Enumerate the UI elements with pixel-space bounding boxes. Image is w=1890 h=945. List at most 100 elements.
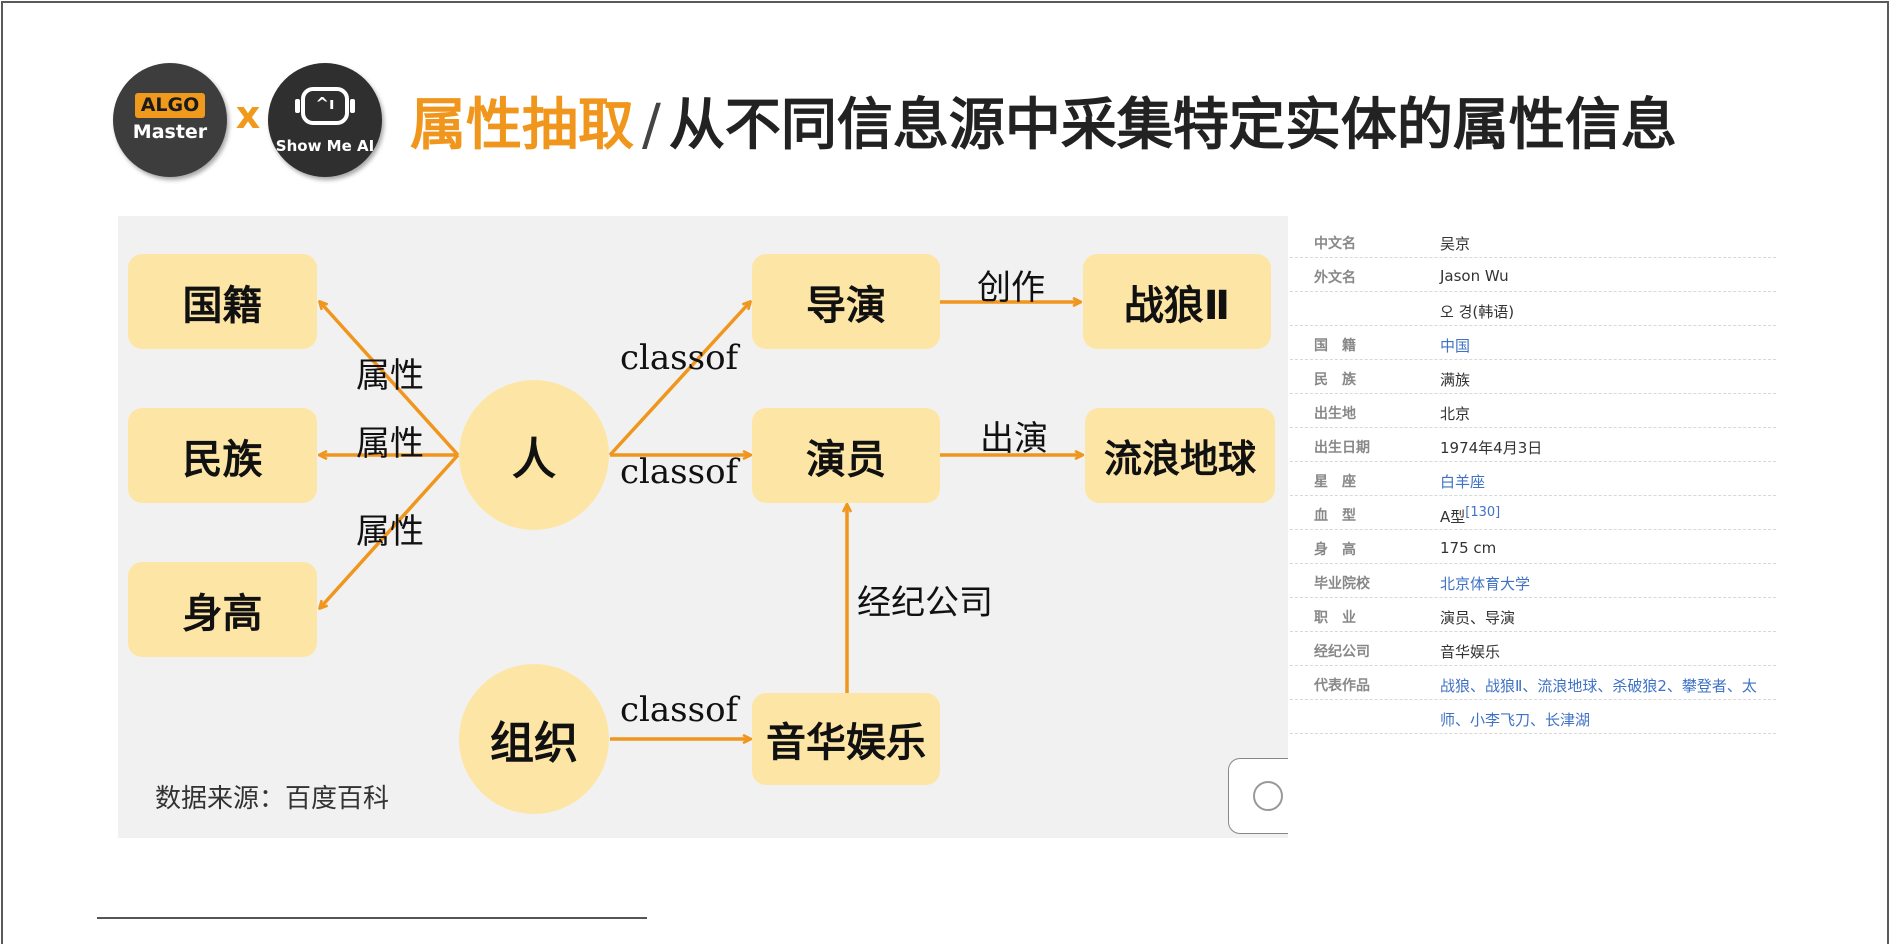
arrow-person-nationality	[320, 302, 460, 457]
edge-label-agency: 经纪公司	[857, 583, 993, 623]
infobox-value: 175 cm	[1440, 539, 1496, 557]
node-ethnicity: 民族	[128, 408, 317, 503]
node-wandering-earth: 流浪地球	[1085, 408, 1275, 503]
collab-x-mark: x	[235, 93, 261, 137]
show-me-ai-logo: ^ı Show Me AI	[268, 63, 382, 177]
node-organization: 组织	[459, 664, 609, 814]
infobox-value-text[interactable]: 战狼、战狼Ⅱ、流浪地球、杀破狼2、攀登者、太	[1440, 677, 1757, 695]
edge-label-classof-actor: classof	[620, 452, 739, 492]
infobox-value-text[interactable]: 白羊座	[1440, 473, 1486, 491]
infobox-key: 经纪公司	[1314, 644, 1370, 660]
infobox-value: 演员、导演	[1440, 607, 1515, 628]
infobox-row: 师、小李飞刀、长津湖	[1290, 700, 1776, 734]
node-wolf-warrior: 战狼Ⅱ	[1083, 254, 1271, 349]
infobox-row: 出生地 北京	[1290, 394, 1776, 428]
infobox-key: 外文名	[1314, 270, 1356, 286]
infobox-row: 国 籍 中国	[1290, 326, 1776, 360]
infobox-key: 国 籍	[1314, 338, 1356, 354]
infobox-value-text[interactable]: 师、小李飞刀、长津湖	[1440, 711, 1591, 729]
infobox-link[interactable]: 北京体育大学	[1440, 573, 1530, 594]
arrow-person-director	[608, 302, 750, 457]
infobox-value: 1974年4月3日	[1440, 437, 1542, 458]
infobox-key: 中文名	[1314, 236, 1356, 252]
infobox-key: 出生日期	[1314, 440, 1370, 456]
node-nationality: 国籍	[128, 254, 317, 349]
infobox-value: 满族	[1440, 369, 1470, 390]
infobox-row: 星 座 白羊座	[1290, 462, 1776, 496]
infobox-value-text: 演员、导演	[1440, 609, 1516, 627]
show-me-ai-text: Show Me AI	[275, 137, 375, 155]
infobox-value-text: 1974年4月3日	[1440, 439, 1543, 457]
edge-label-created: 创作	[977, 268, 1045, 308]
footer-divider	[97, 917, 647, 919]
infobox-link[interactable]: 师、小李飞刀、长津湖	[1440, 709, 1590, 730]
infobox-row: 血 型 A型[130]	[1290, 496, 1776, 530]
infobox-row: 身 高 175 cm	[1290, 530, 1776, 564]
infobox-value-text[interactable]: 中国	[1440, 337, 1471, 355]
title-separator: /	[642, 93, 661, 158]
infobox-value-text: 175 cm	[1440, 539, 1497, 557]
citation-link[interactable]: [130]	[1465, 505, 1501, 520]
infobox-row: 职 业演员、导演	[1290, 598, 1776, 632]
infobox-value: Jason Wu	[1440, 267, 1509, 285]
infobox-value-text: 吴京	[1440, 235, 1471, 253]
infobox-link[interactable]: 白羊座	[1440, 471, 1485, 492]
circle-icon	[1253, 781, 1283, 811]
infobox-row: 中文名 吴京	[1290, 224, 1776, 258]
node-company: 音华娱乐	[752, 693, 940, 785]
infobox-key: 星 座	[1314, 474, 1356, 490]
edge-label-classof-director: classof	[620, 338, 739, 378]
infobox-key: 民 族	[1314, 372, 1356, 388]
infobox-value: 오 경(韩语)	[1440, 301, 1514, 322]
infobox-link[interactable]: 中国	[1440, 335, 1470, 356]
infobox-value-text: 音华娱乐	[1440, 643, 1501, 661]
infobox-key: 毕业院校	[1314, 576, 1370, 592]
infobox-value-text: 北京	[1440, 405, 1471, 423]
infobox-link[interactable]: 战狼、战狼Ⅱ、流浪地球、杀破狼2、攀登者、太	[1440, 675, 1757, 696]
title-rest: 从不同信息源中采集特定实体的属性信息	[668, 93, 1677, 158]
edge-label-acted-in: 出演	[980, 419, 1048, 459]
node-director: 导演	[752, 254, 940, 349]
robot-face: ^ı	[315, 94, 335, 113]
infobox-row: 民 族 满族	[1290, 360, 1776, 394]
edge-label-attr-height: 属性	[356, 512, 424, 552]
infobox-key: 出生地	[1314, 406, 1356, 422]
node-height: 身高	[128, 562, 317, 657]
infobox-value-text: 满族	[1440, 371, 1471, 389]
infobox-value: 北京	[1440, 403, 1470, 424]
infobox-value-text: A型	[1440, 508, 1466, 526]
infobox-value-text: 오 경(韩语)	[1440, 303, 1515, 321]
infobox-value-text: Jason Wu	[1440, 267, 1509, 285]
edge-label-attr-nationality: 属性	[356, 356, 424, 396]
infobox-key: 身 高	[1314, 542, 1356, 558]
infobox-value-text[interactable]: 北京体育大学	[1440, 575, 1531, 593]
robot-icon: ^ı	[301, 87, 349, 125]
data-source-note: 数据来源：百度百科	[155, 784, 390, 814]
infobox-row: 毕业院校 北京体育大学	[1290, 564, 1776, 598]
robot-ear-right	[350, 99, 355, 113]
infobox-row: 代表作品 战狼、战狼Ⅱ、流浪地球、杀破狼2、攀登者、太	[1290, 666, 1776, 700]
infobox-value: 吴京	[1440, 233, 1470, 254]
node-person: 人	[459, 380, 609, 530]
algo-badge-text: ALGO	[135, 93, 205, 118]
algo-master-text: Master	[132, 121, 208, 143]
edge-label-classof-company: classof	[620, 690, 739, 730]
infobox-row: 出生日期 1974年4月3日	[1290, 428, 1776, 462]
infobox-key: 血 型	[1314, 508, 1356, 524]
infobox-value: 音华娱乐	[1440, 641, 1500, 662]
arrow-person-height	[320, 453, 460, 608]
infobox-row: 오 경(韩语)	[1290, 292, 1776, 326]
partial-window-stub	[1228, 758, 1288, 834]
page-title: 属性抽取/从不同信息源中采集特定实体的属性信息	[410, 80, 1677, 161]
algo-master-logo: ALGO Master	[113, 63, 227, 177]
robot-ear-left	[295, 99, 300, 113]
title-accent: 属性抽取	[410, 93, 634, 158]
infobox-row: 经纪公司 音华娱乐	[1290, 632, 1776, 666]
node-actor: 演员	[752, 408, 940, 503]
infobox-key: 代表作品	[1314, 678, 1370, 694]
edge-label-attr-ethnicity: 属性	[356, 424, 424, 464]
infobox-value: A型[130]	[1440, 505, 1500, 527]
